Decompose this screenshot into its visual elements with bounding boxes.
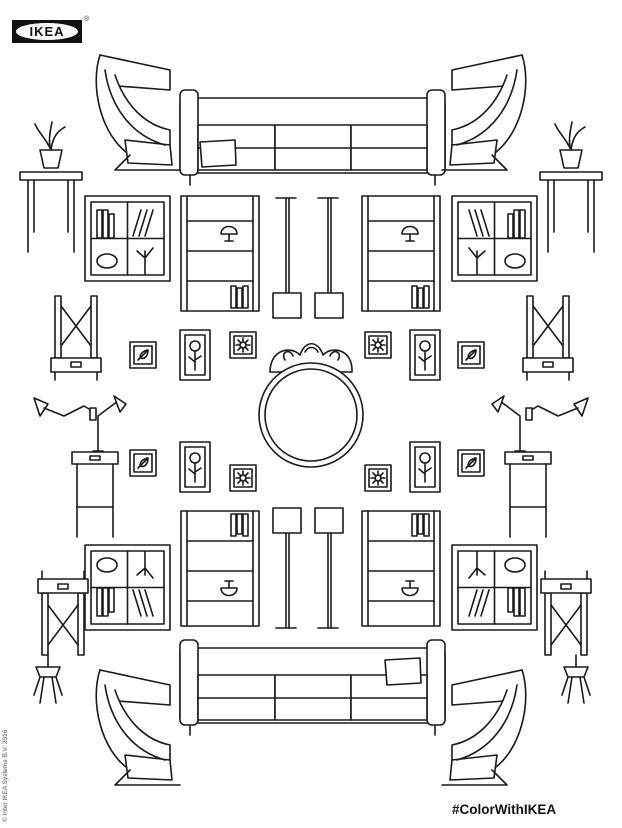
cube-shelf-top-left xyxy=(84,195,171,282)
registered-mark: ® xyxy=(84,16,90,23)
ikea-logo: IKEA xyxy=(12,20,82,43)
logo-text: IKEA xyxy=(29,24,65,39)
nightstand-left xyxy=(71,451,119,538)
frame-star-4 xyxy=(364,464,392,492)
chair-left-top xyxy=(50,295,102,381)
frame-star-1 xyxy=(229,331,257,359)
pendant-lamp-right xyxy=(561,654,591,704)
frame-leaf-4 xyxy=(457,449,485,477)
frame-leaf-2 xyxy=(457,341,485,369)
bookcase-top-left xyxy=(180,195,260,312)
chair-left-bottom xyxy=(37,570,89,656)
floor-lamp-top-2 xyxy=(314,197,344,319)
armchair-top-left xyxy=(95,54,181,171)
floor-lamp-bottom-1 xyxy=(272,507,302,629)
frame-leaf-1 xyxy=(129,341,157,369)
chair-right-top xyxy=(522,295,574,381)
armchair-bottom-right xyxy=(441,669,527,786)
cube-shelf-bottom-left xyxy=(84,544,171,631)
side-table-plant-right xyxy=(539,121,603,253)
bookcase-top-right xyxy=(361,195,441,312)
frame-star-3 xyxy=(229,464,257,492)
cube-shelf-bottom-right xyxy=(451,544,538,631)
frame-star-2 xyxy=(364,331,392,359)
side-table-plant-left xyxy=(19,121,83,253)
armchair-bottom-left xyxy=(95,669,181,786)
ornate-round-mirror xyxy=(258,342,364,468)
wall-lamp-right xyxy=(525,397,589,421)
desk-lamp-right xyxy=(491,395,526,452)
cube-shelf-top-right xyxy=(451,195,538,282)
hashtag-label: #ColorWithIKEA xyxy=(452,802,557,817)
cushion-bottom xyxy=(384,657,422,686)
nightstand-right xyxy=(504,451,552,538)
frame-flower-1 xyxy=(179,329,211,381)
armchair-top-right xyxy=(441,54,527,171)
pendant-lamp-left xyxy=(33,654,63,704)
frame-leaf-3 xyxy=(129,449,157,477)
floor-lamp-top-1 xyxy=(272,197,302,319)
bookcase-bottom-left xyxy=(180,510,260,627)
chair-right-bottom xyxy=(540,570,592,656)
sofa-top xyxy=(179,89,446,186)
desk-lamp-left xyxy=(92,395,127,452)
wall-lamp-left xyxy=(33,397,97,421)
frame-flower-2 xyxy=(409,329,441,381)
sofa-bottom xyxy=(179,639,446,736)
bookcase-bottom-right xyxy=(361,510,441,627)
cushion-top xyxy=(199,139,237,168)
frame-flower-4 xyxy=(409,441,441,493)
floor-lamp-bottom-2 xyxy=(314,507,344,629)
frame-flower-3 xyxy=(179,441,211,493)
